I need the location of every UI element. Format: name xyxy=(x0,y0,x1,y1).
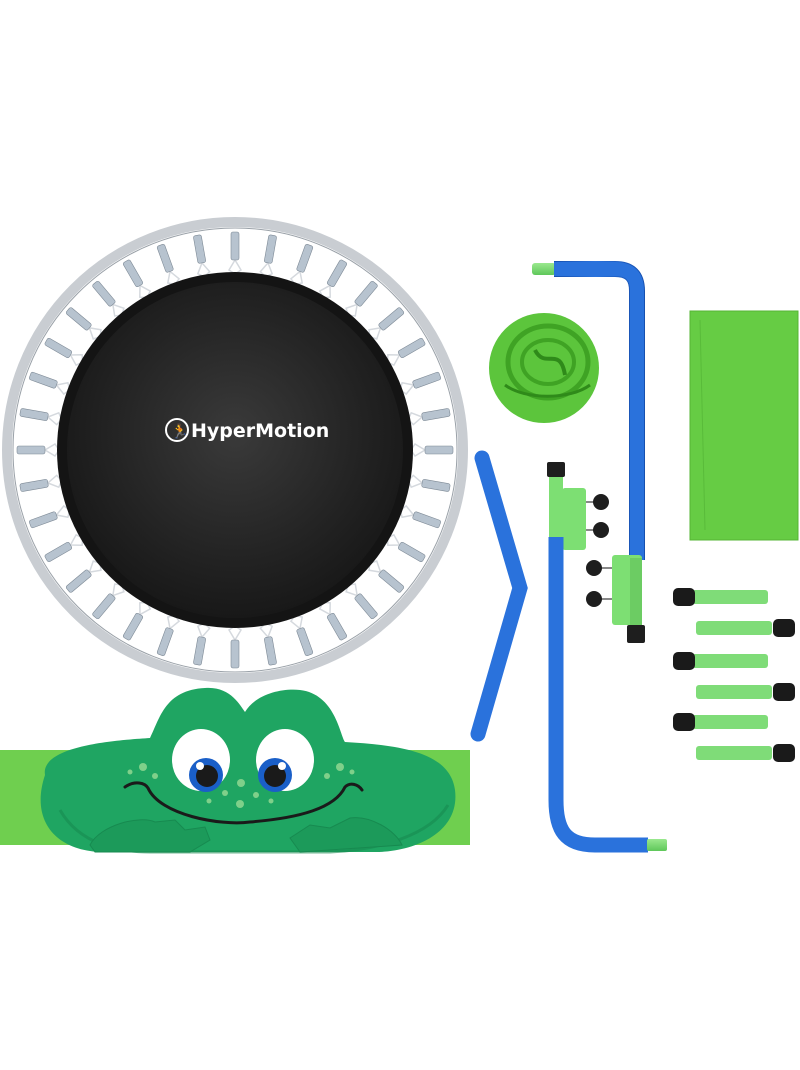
trampoline-mat xyxy=(67,282,403,618)
spring xyxy=(227,231,243,275)
spring xyxy=(156,244,181,286)
spring xyxy=(227,625,243,669)
spring xyxy=(289,614,314,656)
spring xyxy=(407,474,451,492)
knob xyxy=(586,560,612,576)
brand-logo-text: HyperMotion xyxy=(191,420,329,442)
leg xyxy=(696,619,795,637)
spring xyxy=(44,533,84,563)
spring xyxy=(92,280,125,317)
leg xyxy=(696,744,795,762)
spring xyxy=(29,504,71,529)
spring xyxy=(386,337,426,367)
spring xyxy=(19,474,63,492)
handle-bar-upper xyxy=(532,261,645,643)
frog-right-hand xyxy=(289,817,403,853)
brand-logo-icon xyxy=(165,418,189,442)
spring xyxy=(156,614,181,656)
trampoline-frame xyxy=(2,217,468,683)
bent-tube xyxy=(470,450,528,742)
spring xyxy=(345,280,378,317)
spring xyxy=(259,622,277,666)
spring xyxy=(65,560,102,593)
spring xyxy=(193,234,211,278)
leg xyxy=(673,652,768,670)
spring xyxy=(16,442,60,458)
trampoline-frame-inner-edge xyxy=(12,227,458,673)
legs xyxy=(673,588,795,762)
tube-green-tip xyxy=(647,839,667,851)
frog-left-hand xyxy=(89,819,211,853)
spring xyxy=(407,408,451,426)
spring xyxy=(44,337,84,367)
spring xyxy=(259,234,277,278)
spring xyxy=(368,560,405,593)
leg xyxy=(673,588,768,606)
trampoline: 🏃 HyperMotion xyxy=(2,217,468,683)
runner-icon: 🏃 xyxy=(171,423,188,440)
spring xyxy=(318,601,348,641)
spring xyxy=(399,371,441,396)
spring xyxy=(368,307,405,340)
spring xyxy=(193,622,211,666)
spring xyxy=(122,601,152,641)
knob xyxy=(586,591,612,607)
leg xyxy=(673,713,768,731)
spring xyxy=(92,583,125,620)
frog-spots xyxy=(127,763,355,808)
spring xyxy=(386,533,426,563)
knob xyxy=(586,494,609,510)
folded-cover xyxy=(689,310,799,541)
frog-pad-shadow xyxy=(58,804,450,854)
spring xyxy=(289,244,314,286)
frog-pad xyxy=(0,687,470,854)
frog-right-eye xyxy=(256,729,314,792)
frog-pad-body xyxy=(40,687,456,852)
spring xyxy=(410,442,454,458)
spring xyxy=(345,583,378,620)
spring xyxy=(122,259,152,299)
padding-bundle xyxy=(489,313,599,423)
brand-logo: 🏃 HyperMotion xyxy=(165,418,329,442)
frog-left-eye xyxy=(172,729,230,792)
leg xyxy=(696,683,795,701)
spring xyxy=(318,259,348,299)
spring xyxy=(19,408,63,426)
spring xyxy=(29,371,71,396)
frog-mouth xyxy=(123,781,364,825)
knob xyxy=(586,522,609,538)
spring xyxy=(399,504,441,529)
tube-green-tip xyxy=(532,263,556,275)
handle-bar-lower xyxy=(547,462,667,853)
spring xyxy=(65,307,102,340)
